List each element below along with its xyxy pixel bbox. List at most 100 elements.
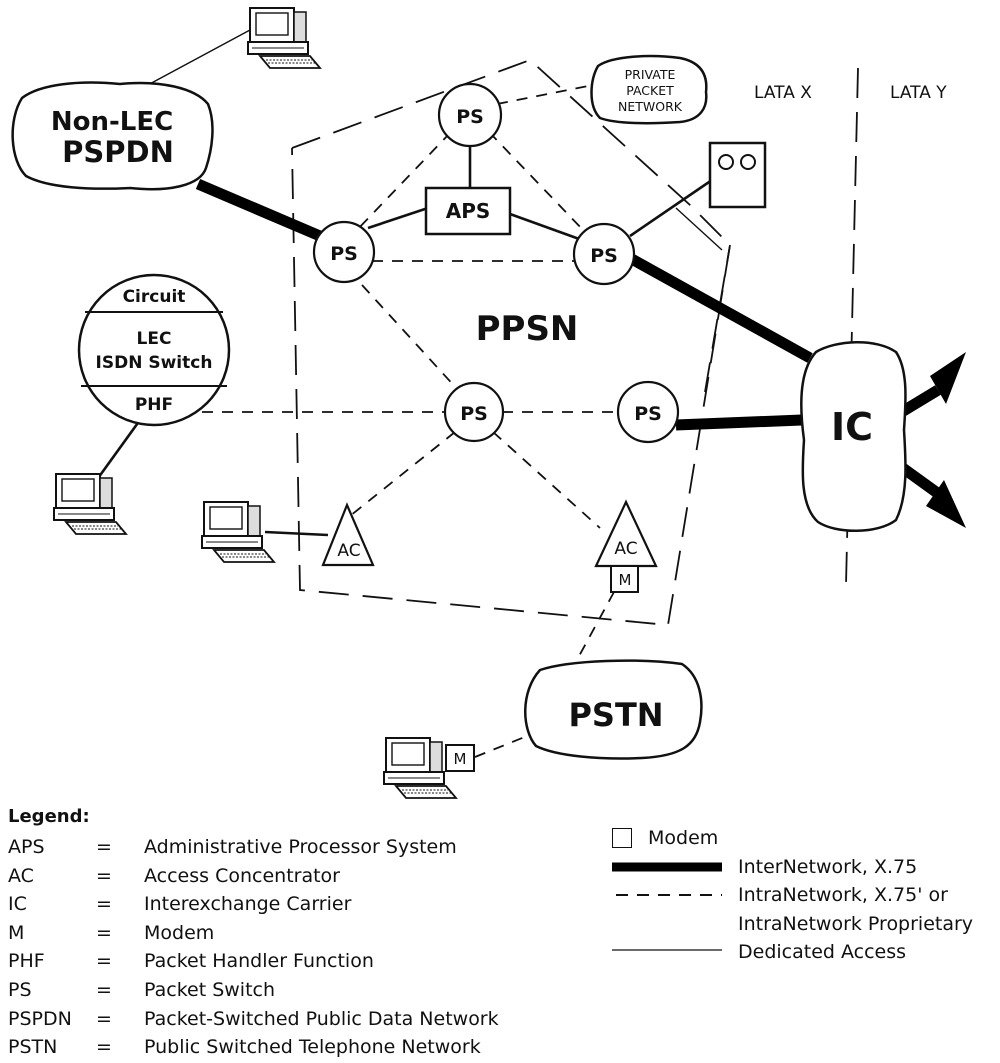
legend-desc: Administrative Processor System — [144, 836, 457, 858]
ppsn-boundary-right — [704, 244, 731, 393]
thick-line-icon — [612, 862, 722, 871]
ic-cloud: IC — [800, 341, 907, 532]
key-dedicated-label: Dedicated Access — [738, 941, 907, 963]
lata-x-label: LATA X — [754, 83, 812, 103]
legend-row: AC = Access Concentrator — [8, 862, 588, 891]
legend-row: PHF = Packet Handler Function — [8, 947, 588, 976]
modem-square-icon — [612, 828, 632, 848]
ic-label: IC — [831, 405, 873, 449]
key-internetwork: InterNetwork, X.75 — [612, 853, 997, 882]
thin-line-icon — [612, 949, 722, 951]
pstn-label: PSTN — [568, 696, 663, 734]
pstn-cloud: PSTN — [524, 659, 703, 760]
ps-node-right: PS — [572, 222, 636, 286]
network-label: NETWORK — [618, 99, 683, 114]
intranetwork-links — [202, 84, 620, 758]
pc-top-icon — [247, 7, 321, 69]
key-modem: Modem — [612, 824, 997, 853]
private-packet-network-cloud: PRIVATE PACKET NETWORK — [590, 54, 708, 125]
phf-label: PHF — [135, 395, 173, 415]
legend-desc: Interexchange Carrier — [144, 893, 352, 916]
private-label: PRIVATE — [625, 67, 676, 82]
ic-arrow-up-icon — [930, 352, 966, 404]
ppsn-label: PPSN — [476, 309, 579, 349]
legend-abbr: APS — [8, 836, 45, 858]
key-dedicated: Dedicated Access — [612, 938, 997, 967]
svg-text:PS: PS — [460, 403, 488, 425]
legend-equals: = — [96, 950, 112, 973]
legend-desc: Packet-Switched Public Data Network — [144, 1007, 499, 1030]
key-intranetwork: IntraNetwork, X.75' or — [612, 881, 997, 910]
legend-row: PS = Packet Switch — [8, 976, 588, 1005]
key-modem-label: Modem — [648, 827, 719, 849]
legend-abbr: PSPDN — [8, 1007, 72, 1030]
key-internetwork-label: InterNetwork, X.75 — [738, 855, 918, 878]
lec-label: LEC — [137, 329, 172, 349]
ppsn-boundary — [291, 58, 731, 626]
legend-desc: Packet Switch — [144, 978, 276, 1001]
key-intranetwork-label: IntraNetwork, X.75' or — [738, 884, 948, 906]
legend-equals: = — [96, 893, 112, 916]
pspdn-label: PSPDN — [62, 135, 174, 169]
legend-desc: Public Switched Telephone Network — [144, 1036, 481, 1059]
legend-equals: = — [96, 978, 112, 1001]
terminal-device — [708, 141, 767, 209]
ps-node-top: PS — [437, 82, 503, 148]
dashed-line-icon — [616, 894, 722, 896]
legend-desc: Packet Handler Function — [144, 950, 374, 973]
svg-text:AC: AC — [337, 541, 360, 561]
line-key: Modem InterNetwork, X.75 IntraNetwork, X… — [612, 824, 997, 967]
legend-equals: = — [96, 836, 112, 858]
legend-abbr: M — [8, 921, 25, 944]
legend-abbr: PS — [8, 978, 32, 1001]
pc-modem: M — [445, 744, 475, 772]
device-port-icon — [718, 154, 734, 170]
legend-equals: = — [96, 1036, 112, 1059]
svg-text:PS: PS — [590, 245, 618, 267]
pc-left-icon — [53, 473, 127, 535]
key-intranetwork-cont: IntraNetwork Proprietary — [612, 910, 997, 939]
legend-title: Legend: — [8, 806, 90, 827]
isdn-switch-label: ISDN Switch — [96, 353, 213, 373]
svg-text:AC: AC — [614, 539, 637, 559]
key-intranetwork-label-2: IntraNetwork Proprietary — [738, 912, 974, 935]
svg-text:M: M — [619, 571, 632, 589]
non-lec-label: Non-LEC — [51, 107, 173, 137]
legend-row: M = Modem — [8, 919, 588, 948]
legend-abbr: PSTN — [8, 1036, 58, 1059]
svg-text:PS: PS — [456, 106, 484, 128]
modem-box — [610, 565, 639, 593]
circuit-label: Circuit — [123, 287, 186, 307]
non-lec-pspdn-cloud: Non-LEC PSPDN — [11, 81, 214, 191]
ac-right: AC M — [594, 499, 658, 593]
legend-equals: = — [96, 1007, 112, 1030]
legend-row: APS = Administrative Processor System — [8, 833, 588, 862]
legend-row: IC = Interexchange Carrier — [8, 890, 588, 919]
lec-isdn-switch: Circuit LEC ISDN Switch PHF — [77, 273, 231, 427]
legend-row: PSTN = Public Switched Telephone Network — [8, 1033, 588, 1062]
svg-text:APS: APS — [446, 199, 491, 223]
legend: Legend: APS = Administrative Processor S… — [8, 806, 588, 1062]
legend-equals: = — [96, 921, 112, 944]
legend-abbr: AC — [8, 864, 34, 887]
legend-desc: Access Concentrator — [144, 864, 340, 887]
network-diagram: Non-LEC PSPDN PRIVATE PACKET NETWORK LAT… — [11, 7, 966, 799]
svg-text:PS: PS — [330, 243, 358, 265]
ic-arrow-down-icon — [926, 480, 966, 528]
packet-label: PACKET — [626, 83, 674, 98]
ps-node-east: PS — [616, 380, 680, 444]
pc-ac-icon — [201, 501, 275, 563]
ac-left: AC — [321, 502, 375, 567]
dedicated-access-line — [675, 207, 723, 251]
legend-abbr: IC — [8, 893, 27, 916]
lata-y-label: LATA Y — [890, 83, 947, 103]
legend-row: PSPDN = Packet-Switched Public Data Netw… — [8, 1005, 588, 1034]
legend-desc: Modem — [144, 921, 215, 944]
ps-node-center: PS — [443, 381, 505, 443]
legend-equals: = — [96, 864, 112, 887]
legend-abbr: PHF — [8, 950, 45, 973]
ps-node-left: PS — [312, 220, 376, 284]
svg-text:PS: PS — [634, 403, 662, 425]
device-port-icon — [740, 154, 756, 170]
svg-text:M: M — [454, 750, 467, 768]
